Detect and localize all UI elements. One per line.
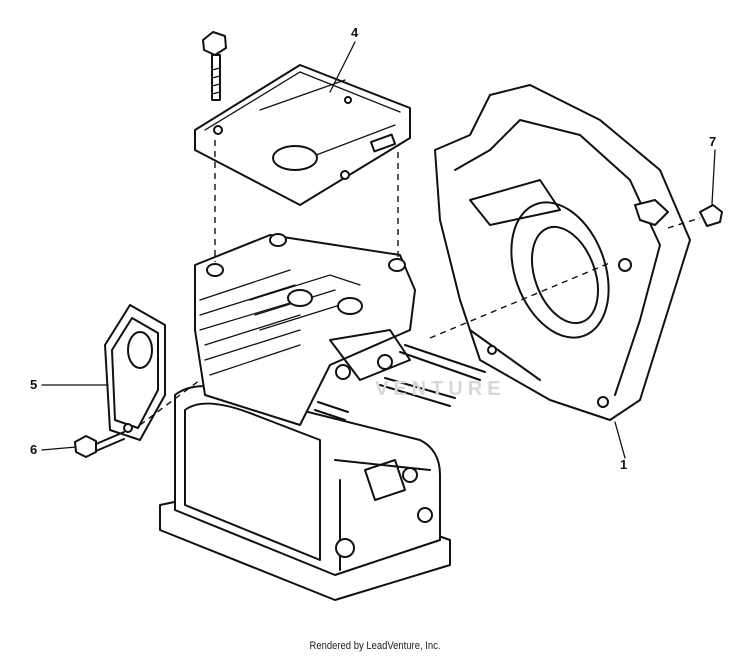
side-bracket (104, 304, 166, 441)
watermark: VENTURE (375, 378, 506, 400)
cover-bolt (202, 31, 227, 101)
blower-housing (434, 84, 691, 421)
render-credit: Rendered by LeadVenture, Inc. (309, 640, 441, 652)
shroud-screw (699, 204, 723, 227)
callout-1: 1 (620, 457, 628, 472)
head-studs (314, 344, 486, 421)
crankcase-block (159, 385, 451, 601)
leader-lines (41, 41, 716, 459)
callout-6: 6 (30, 442, 38, 457)
head-cover-plate (194, 64, 411, 206)
bracket-bolt (74, 431, 125, 458)
callout-5: 5 (30, 377, 38, 392)
callout-7: 7 (709, 134, 717, 149)
cylinder-head (194, 233, 416, 426)
callout-4: 4 (351, 25, 359, 40)
